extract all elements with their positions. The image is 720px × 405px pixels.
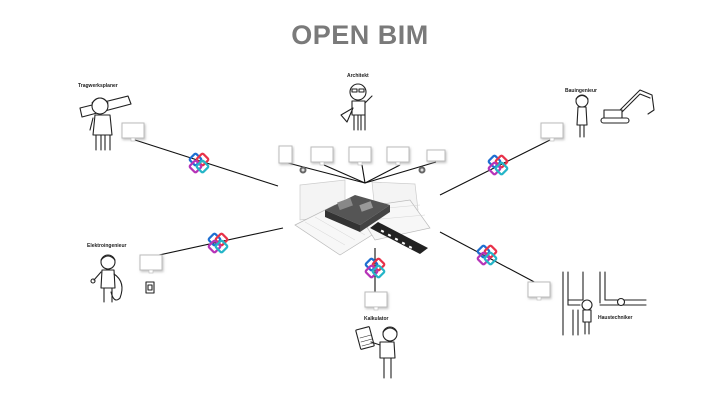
role-label-architekt: Architekt xyxy=(347,73,369,79)
role-label-kalkulator: Kalkulator xyxy=(364,316,389,322)
ifc-openbim-logo-icon xyxy=(207,232,229,254)
monitor-elektroingenieur xyxy=(140,255,162,273)
monitor-kalkulator xyxy=(365,292,387,310)
role-label-bauingenieur: Bauingenieur xyxy=(565,88,597,94)
role-label-haustechniker: Haustechniker xyxy=(598,315,633,321)
line-arch-1 xyxy=(287,162,366,184)
camera-icon xyxy=(418,166,426,174)
ifc-openbim-logo-icon xyxy=(188,152,210,174)
monitor-haustechniker xyxy=(528,282,550,300)
civil-engineer-excavator-icon xyxy=(575,89,655,138)
line-arch-4 xyxy=(364,164,401,184)
line-arch-2 xyxy=(323,164,366,184)
ifc-openbim-logo-icon xyxy=(364,257,386,279)
architect-figure-icon xyxy=(340,83,373,131)
architect-workstations xyxy=(278,145,446,174)
ifc-openbim-logo-icon xyxy=(476,244,498,266)
electrical-engineer-figure-icon xyxy=(90,254,155,303)
structural-planner-figure-icon xyxy=(79,95,132,151)
monitor-bauingenieur xyxy=(541,123,563,141)
diagram-title: OPEN BIM xyxy=(291,20,429,50)
camera-icon xyxy=(299,166,307,174)
line-arch-3 xyxy=(361,164,366,184)
role-label-elektroingenieur: Elektroingenieur xyxy=(87,243,127,249)
line-arch-5 xyxy=(364,161,437,184)
ifc-openbim-logo-icon xyxy=(487,154,509,176)
central-bim-model xyxy=(294,179,431,256)
building-services-pipes-icon xyxy=(562,271,647,336)
role-label-tragwerksplaner: Tragwerksplaner xyxy=(78,83,118,89)
estimator-calculator-figure-icon xyxy=(355,326,398,379)
monitor-tragwerksplaner xyxy=(122,123,144,141)
